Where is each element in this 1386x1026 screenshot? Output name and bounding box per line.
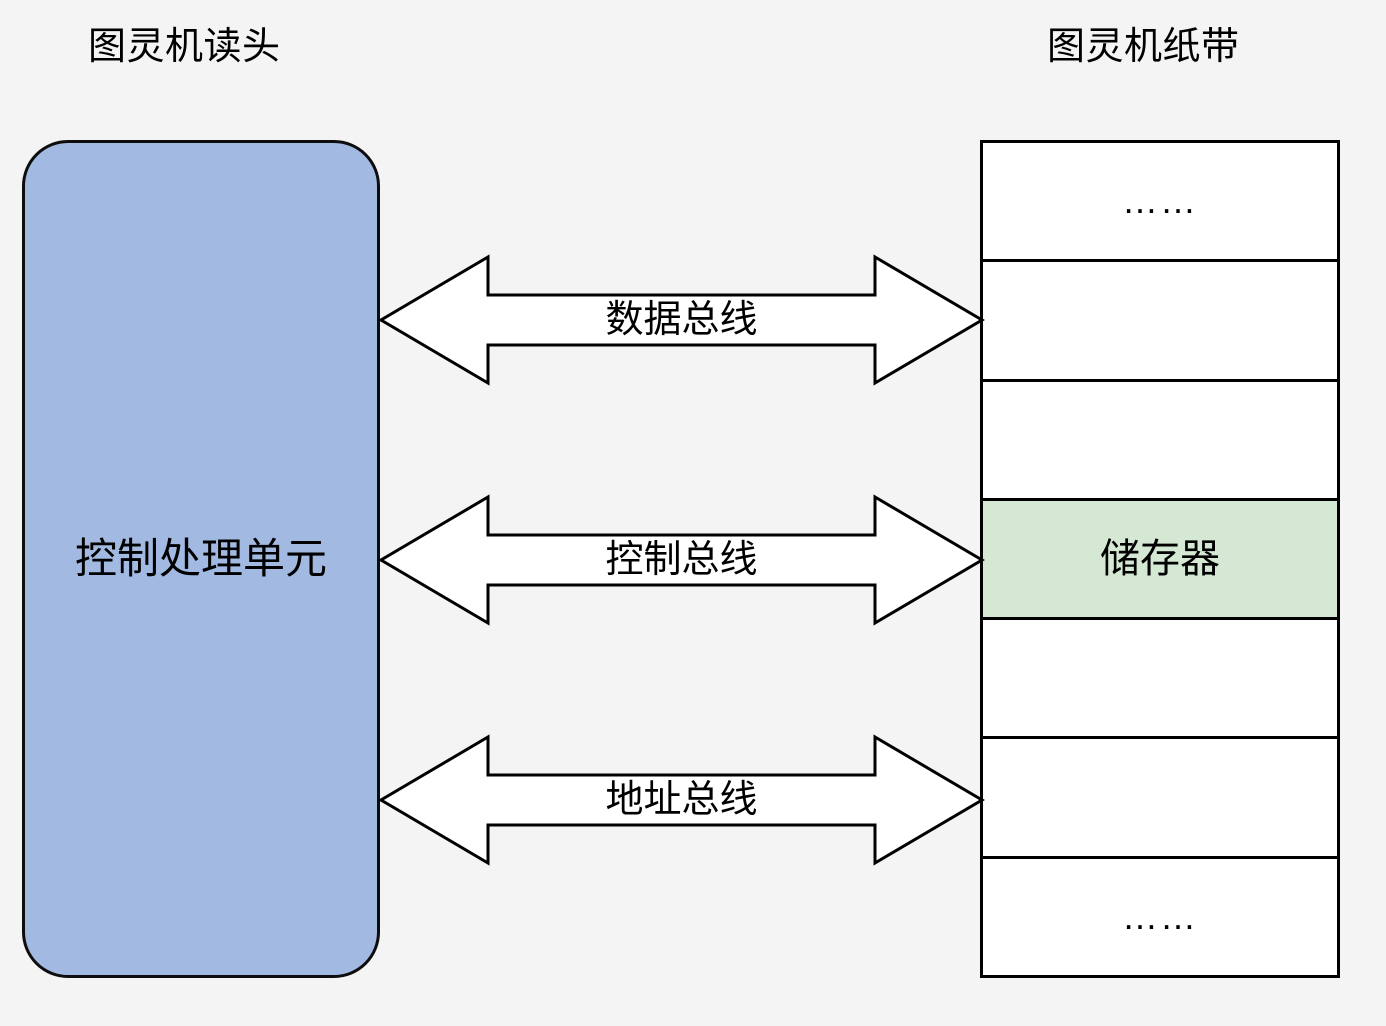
tape-cell[interactable]: [983, 739, 1337, 859]
tape-cell[interactable]: ……: [983, 858, 1337, 975]
control-bus-label: 控制总线: [605, 539, 758, 581]
tape-cell[interactable]: [983, 262, 1337, 382]
control-processing-unit-box[interactable]: 控制处理单元: [22, 140, 380, 978]
turing-tape-container: …… 储存器 ……: [980, 140, 1340, 978]
turing-tape-title: 图灵机纸带: [1047, 26, 1240, 68]
tape-cell-label: 储存器: [1100, 536, 1220, 581]
tape-cell[interactable]: [983, 381, 1337, 501]
tape-cell[interactable]: ……: [983, 143, 1337, 263]
tape-cell-label: ……: [1122, 895, 1198, 937]
address-bus-label: 地址总线: [605, 779, 758, 821]
data-bus-label: 数据总线: [605, 299, 758, 341]
tape-cell-label: ……: [1122, 180, 1198, 222]
tape-cell[interactable]: [983, 620, 1337, 740]
control-processing-unit-label: 控制处理单元: [74, 535, 327, 582]
turing-head-title: 图灵机读头: [88, 26, 281, 68]
tape-cell-memory[interactable]: 储存器: [983, 500, 1337, 621]
